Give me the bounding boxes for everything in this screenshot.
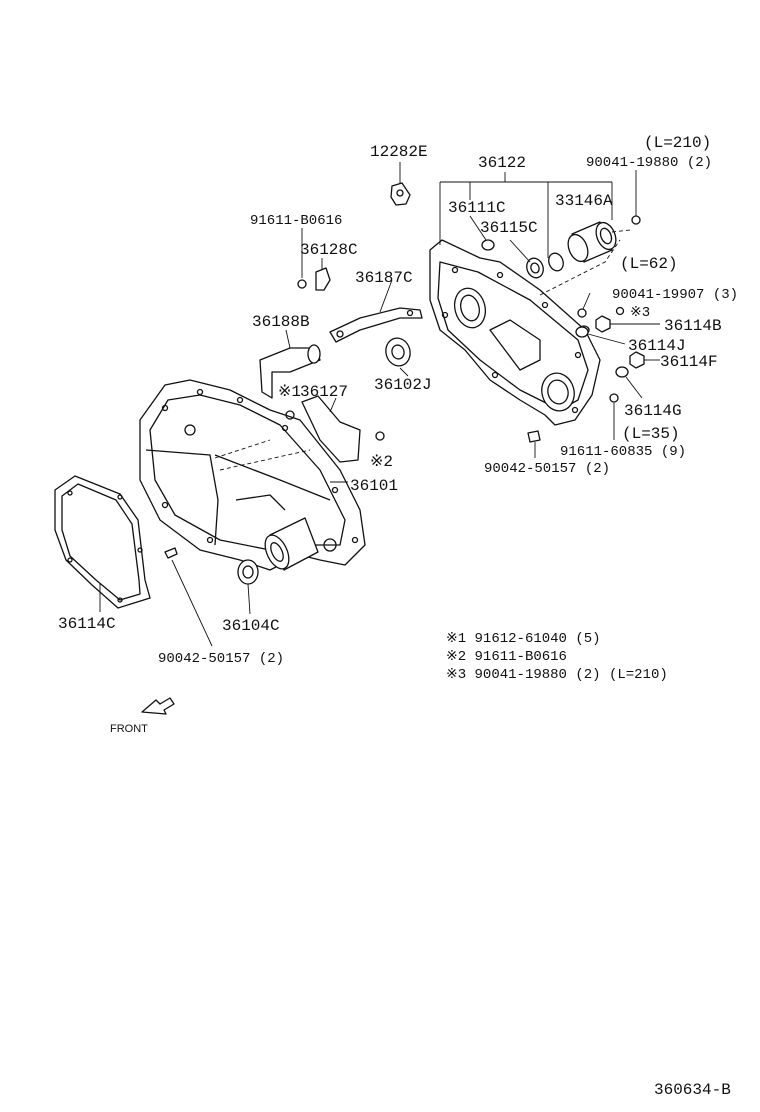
plug-36114F [629,351,660,369]
washer-90041-19880 [631,170,641,225]
label-l210-top: (L=210) [644,134,711,152]
transfer-case-36101 [139,379,366,571]
lever-36187C [329,279,423,343]
label-90041-19880: 90041-19880 (2) [586,155,712,171]
label-front: FRONT [110,723,148,735]
label-90042-50157-right: 90042-50157 (2) [484,461,610,477]
label-mark2: ※2 [370,453,393,471]
label-90042-50157-left: 90042-50157 (2) [158,651,284,667]
front-arrow-icon [141,697,175,715]
label-mark1: ※1 [278,383,301,401]
label-36122: 36122 [478,154,526,172]
pin-right [527,430,541,458]
pin-left [164,547,213,647]
note-2: ※2 91611-B0616 [446,649,567,665]
plug-36111C [469,215,495,251]
transfer-cover-36122 [429,239,601,426]
seal-36102J [385,337,411,377]
bracket-36122 [439,172,613,258]
cylinder-33146A [567,221,617,263]
label-12282E: 12282E [370,143,428,161]
label-36114F: 36114F [660,353,718,371]
label-36114G: 36114G [624,402,682,420]
gasket-36114C [54,475,151,612]
label-36114B: 36114B [664,317,722,335]
fasteners-36114B [577,292,660,335]
actuator-36188B [259,329,321,399]
label-l62: (L=62) [620,255,678,273]
label-36115C: 36115C [480,219,538,237]
label-36104C: 36104C [222,617,280,635]
label-mark3-small: ※3 [630,305,650,321]
label-36127: 36127 [300,383,348,401]
label-l35: (L=35) [622,425,680,443]
label-36101: 36101 [350,477,398,495]
bracket-12282E [390,162,411,206]
label-36111C: 36111C [448,199,506,217]
plug-36114G [615,366,643,399]
label-36128C: 36128C [300,241,358,259]
diagram-id: 360634-B [654,1081,731,1099]
plug-36114J [575,326,626,345]
label-36114J: 36114J [628,337,686,355]
seal-36104C [237,559,259,615]
bolt-36128C [297,228,331,291]
note-1: ※1 91612-61040 (5) [446,631,601,647]
label-36102J: 36102J [374,376,432,394]
label-91611-60835: 91611-60835 (9) [560,444,686,460]
label-90041-19907: 90041-19907 (3) [612,287,738,303]
bolt-91611-60835 [609,393,619,440]
label-36114C: 36114C [58,615,116,633]
label-91611-B0616: 91611-B0616 [250,213,342,229]
labels: 12282E 36122 (L=210) 90041-19880 (2) 361… [58,134,738,1099]
label-33146A: 33146A [555,192,613,210]
label-36188B: 36188B [252,313,310,331]
note-3: ※3 90041-19880 (2) (L=210) [446,667,668,683]
seal-36115C [509,239,564,279]
label-36187C: 36187C [355,269,413,287]
